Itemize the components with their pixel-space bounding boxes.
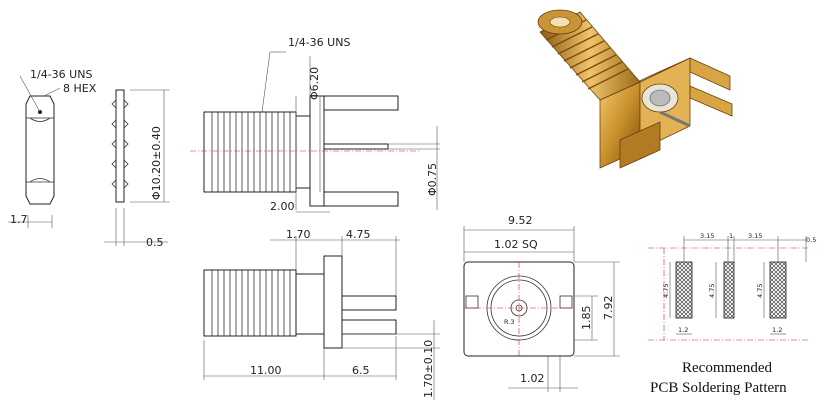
pcb-caption-line2: PCB Soldering Pattern — [650, 380, 787, 396]
thread-lines-side — [211, 270, 291, 336]
thread-lines-top — [211, 112, 291, 192]
side-length-label: 11.00 — [250, 364, 282, 377]
pcb-pad-right — [769, 261, 787, 319]
connector-3d-render — [537, 9, 733, 169]
pcb-pad-left — [675, 261, 693, 319]
side-b-label: 4.75 — [346, 228, 371, 241]
pcb-space-1-label: 3.15 — [700, 232, 714, 240]
side-thickness-label: 1.70±0.10 — [422, 340, 435, 398]
pcb-pad-height-1-label: 4.75 — [662, 284, 670, 298]
flange-dia-label: Φ6.20 — [308, 67, 321, 100]
pcb-pattern — [648, 236, 808, 341]
body-thread-label: 1/4-36 UNS — [288, 36, 350, 49]
connector-front-view — [463, 226, 620, 392]
pcb-pad-height-2-label: 4.75 — [708, 284, 716, 298]
nut-hex-label: 8 HEX — [63, 82, 97, 95]
lock-washer-view — [104, 89, 170, 246]
pcb-pad-height-3-label: 4.75 — [756, 284, 764, 298]
side-a-label: 1.70 — [286, 228, 311, 241]
pcb-caption-line1: Recommended — [682, 360, 772, 376]
connector-top-view — [190, 51, 440, 213]
washer-dia-label: Φ10.20±0.40 — [150, 126, 163, 200]
pcb-space-2-label: 1 — [729, 232, 733, 240]
pcb-pad-center — [723, 261, 735, 319]
pcb-space-3-label: 3.15 — [748, 232, 762, 240]
front-inner-label: 1.85 — [580, 306, 593, 331]
front-bottom-label: 1.02 — [520, 372, 545, 385]
nut-width-label: 1.7 — [10, 213, 28, 226]
pcb-pad-width-2-label: 1.2 — [772, 326, 782, 334]
front-width-label: 9.52 — [508, 214, 533, 227]
pcb-space-4-label: 0.5 — [806, 236, 816, 244]
front-sq-label: 1.02 SQ — [494, 238, 538, 251]
nut-thread-label: 1/4-36 UNS — [30, 68, 92, 81]
pcb-pad-width-1-label: 1.2 — [678, 326, 688, 334]
side-pin-label: 6.5 — [352, 364, 370, 377]
pin-dia-label: Φ0.75 — [426, 163, 439, 196]
front-height-label: 7.92 — [602, 296, 615, 321]
hex-nut-view — [8, 75, 61, 228]
front-radius-label: R.3 — [504, 318, 515, 326]
connector-side-view — [203, 236, 440, 400]
flange-offset-label: 2.00 — [270, 200, 295, 213]
washer-thickness-label: 0.5 — [146, 236, 164, 249]
